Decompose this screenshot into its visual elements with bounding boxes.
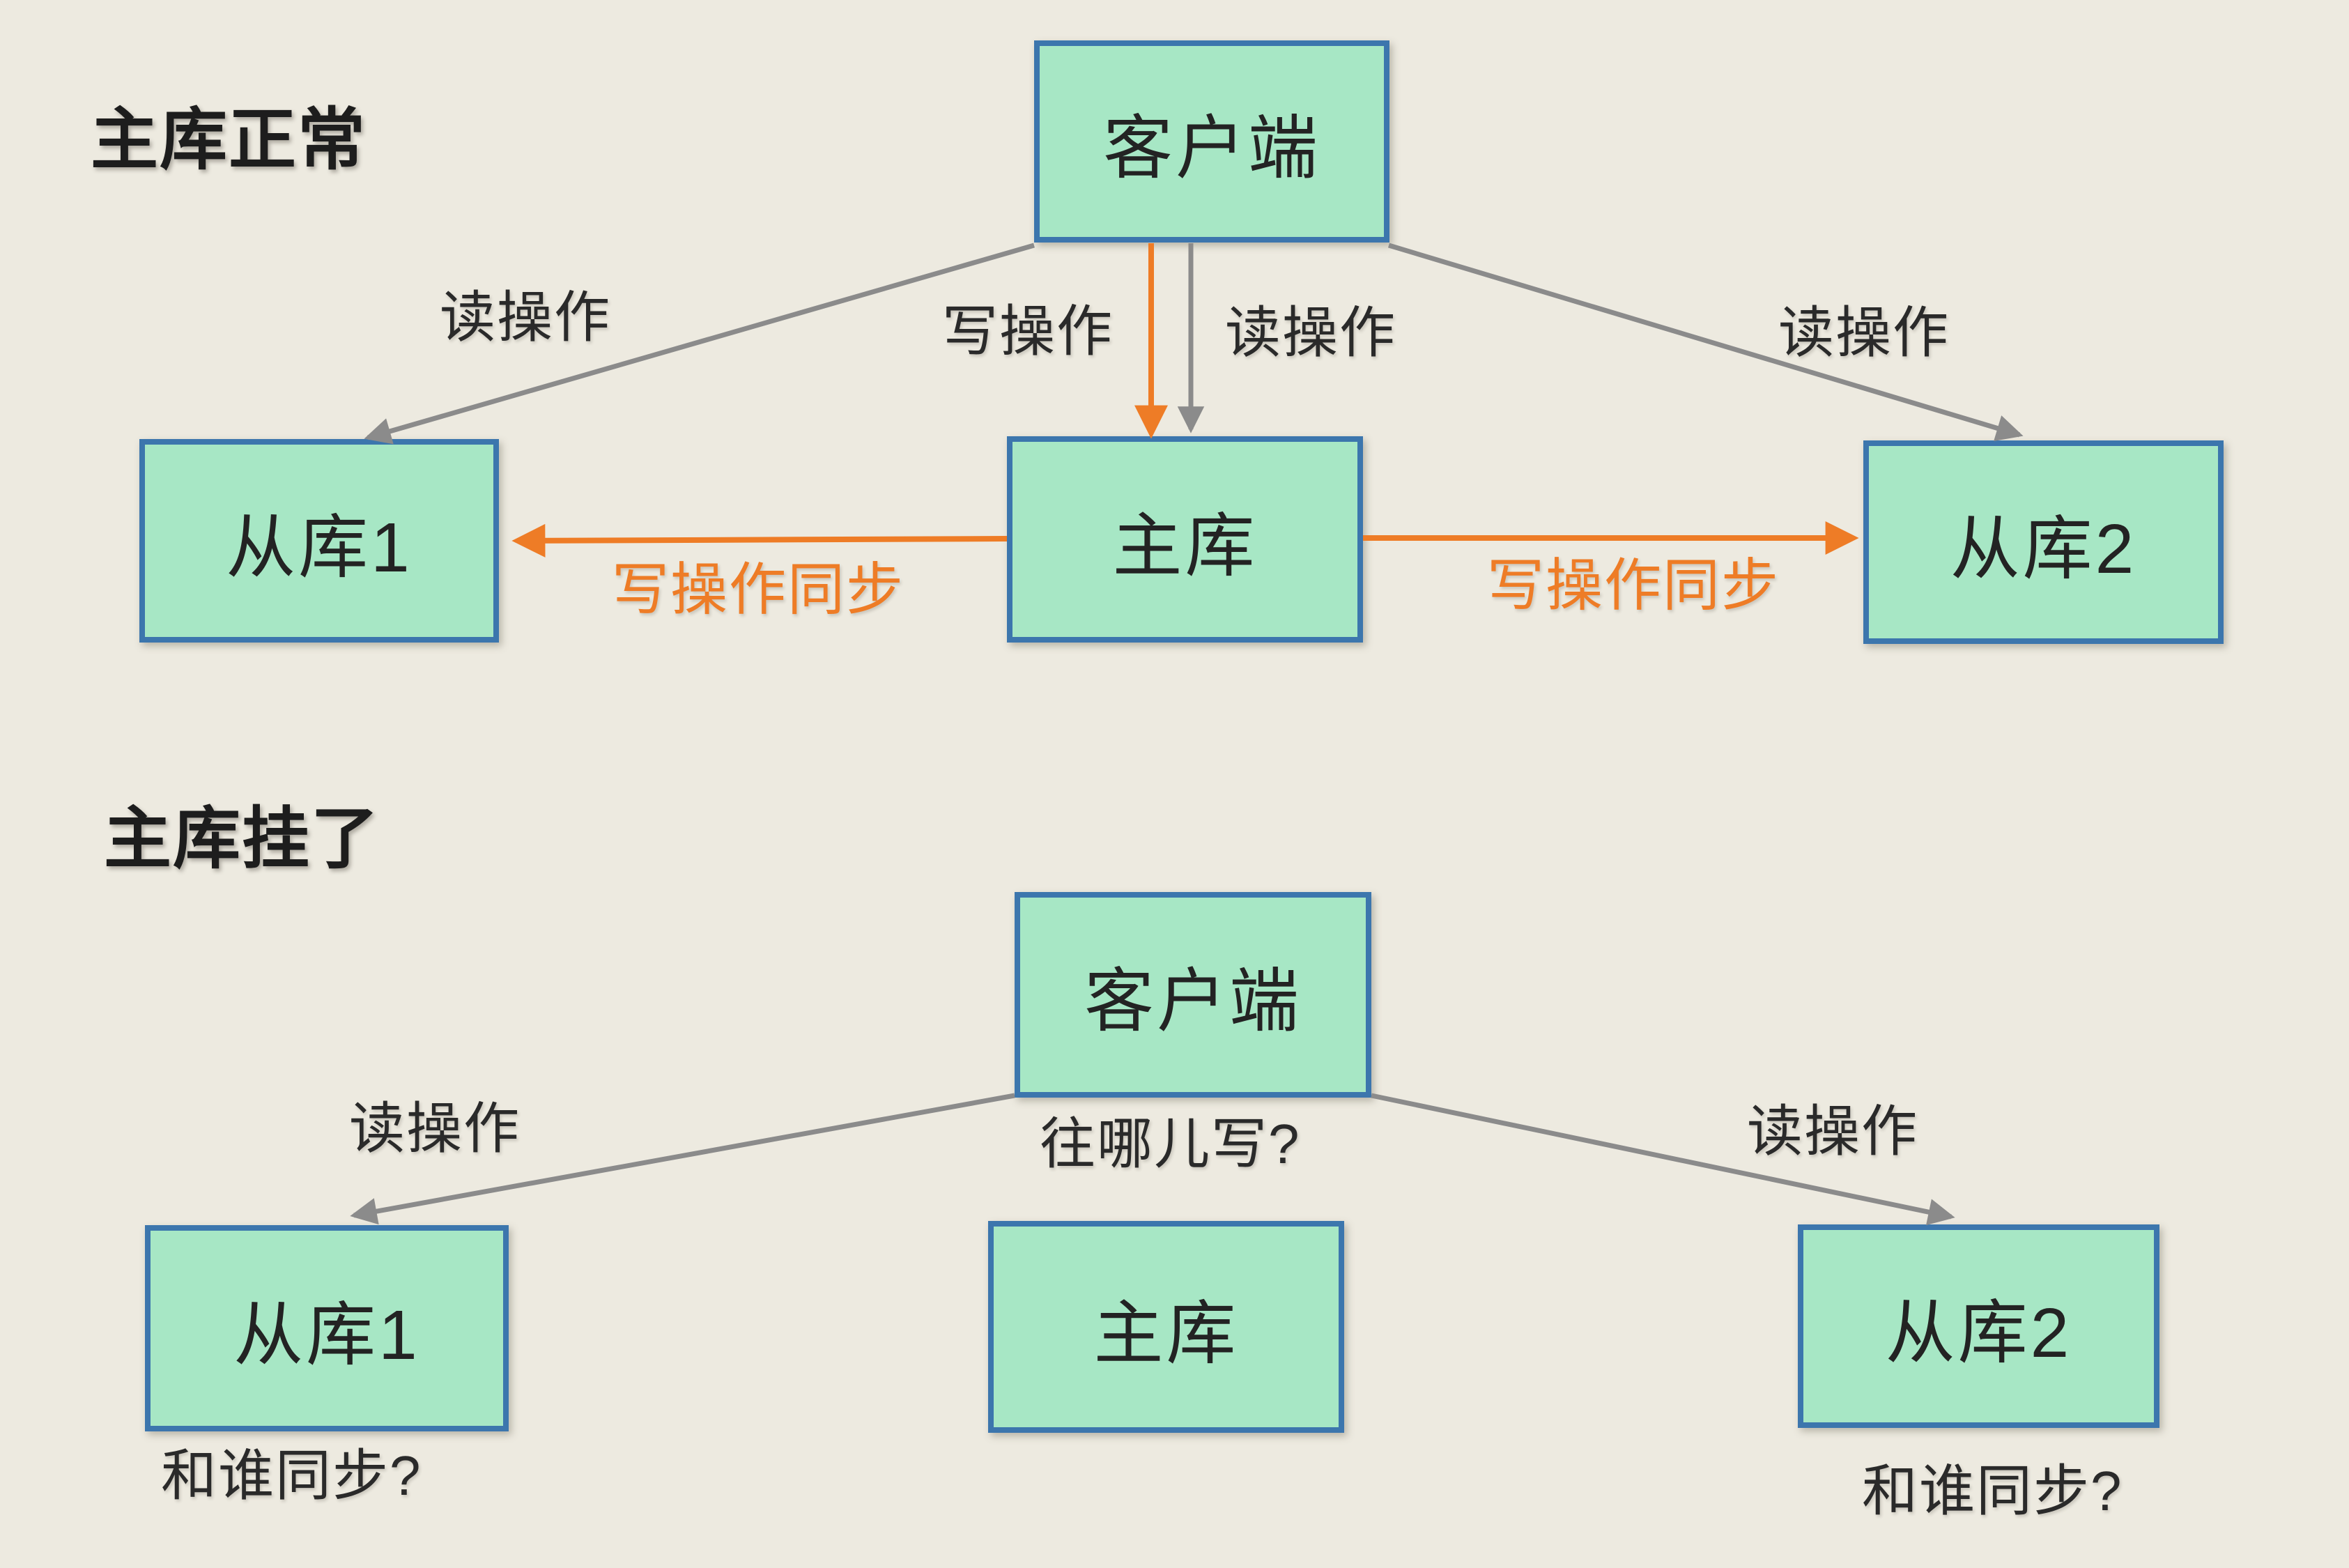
node-client-down: 客户端 bbox=[1015, 892, 1371, 1098]
label-sync-left: 写操作同步 bbox=[612, 558, 905, 622]
label-write: 写操作 bbox=[942, 300, 1114, 362]
node-slave1-normal: 从库1 bbox=[139, 439, 499, 643]
edge-sync-master-to-slave1 bbox=[511, 523, 1008, 558]
node-client-normal: 客户端 bbox=[1034, 40, 1389, 243]
section-title-down: 主库挂了 bbox=[104, 801, 380, 877]
label-read-right: 读操作 bbox=[1778, 302, 1950, 364]
label-read-mid: 读操作 bbox=[1225, 302, 1396, 364]
node-master-down: 主库 bbox=[988, 1221, 1344, 1433]
node-master-normal: 主库 bbox=[1007, 436, 1363, 643]
node-slave1-down: 从库1 bbox=[145, 1225, 509, 1431]
label-sync-who-left: 和谁同步? bbox=[161, 1445, 422, 1507]
node-slave2-normal: 从库2 bbox=[1863, 440, 2224, 644]
label-read-right-down: 读操作 bbox=[1747, 1100, 1918, 1162]
section-title-normal: 主库正常 bbox=[91, 102, 367, 178]
label-sync-right: 写操作同步 bbox=[1487, 554, 1780, 617]
label-write-where: 往哪儿写? bbox=[1040, 1113, 1301, 1175]
node-slave2-down: 从库2 bbox=[1798, 1224, 2159, 1428]
label-read-left: 读操作 bbox=[440, 286, 611, 348]
label-sync-who-right: 和谁同步? bbox=[1862, 1460, 2123, 1522]
label-read-left-down: 读操作 bbox=[349, 1098, 521, 1160]
